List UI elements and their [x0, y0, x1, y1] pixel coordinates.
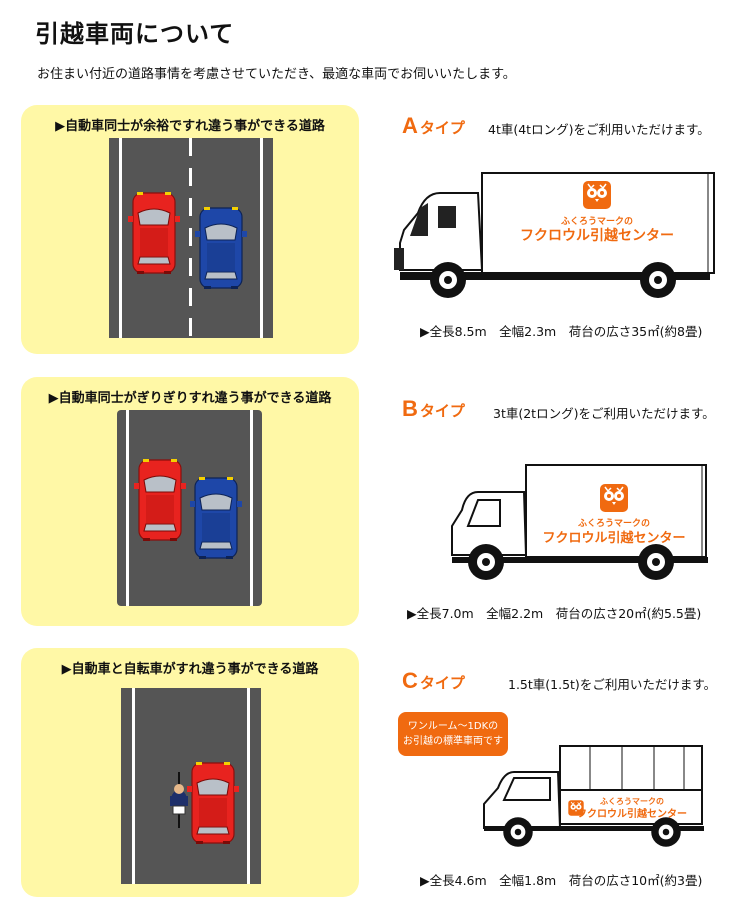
type-a-spec: ▶全長8.5m 全幅2.3m 荷台の広さ35㎡(約8畳): [420, 324, 703, 339]
type-b-word: タイプ: [419, 402, 465, 420]
truck-a-logo-sub: ふくろうマークの: [561, 216, 633, 227]
type-c-spec: ▶全長4.6m 全幅1.8m 荷台の広さ10㎡(約3畳): [420, 873, 703, 888]
truck-a-logo-main: フクロウル引越センター: [520, 227, 674, 244]
truck-b-logo-main: フクロウル引越センター: [542, 530, 685, 546]
cyclist-icon: [170, 772, 188, 828]
road-illustration-tight: [117, 410, 262, 606]
road-label-wide: ▶自動車同士が余裕ですれ違う事ができる道路: [55, 119, 325, 134]
type-a-letter: A: [402, 113, 418, 138]
type-b-letter: B: [402, 396, 418, 421]
road-panel-wide: ▶自動車同士が余裕ですれ違う事ができる道路: [21, 105, 359, 354]
truck-a-illustration: ふくろうマークの フクロウル引越センター: [394, 172, 715, 298]
road-illustration-bicycle: [121, 688, 261, 884]
page-title: 引越車両について: [35, 20, 235, 48]
type-c-word: タイプ: [419, 674, 465, 692]
road-label-bicycle: ▶自動車と自転車がすれ違う事ができる道路: [61, 662, 319, 677]
badge-line-2: お引越の標準車両です: [403, 736, 503, 747]
road-panel-tight: ▶自動車同士がぎりぎりすれ違う事ができる道路: [21, 377, 359, 626]
page-subtitle: お住まい付近の道路事情を考慮させていただき、最適な車両でお伺いいたします。: [37, 67, 516, 82]
type-a-description: 4t車(4tロング)をご利用いただけます。: [488, 122, 710, 137]
road-label-tight: ▶自動車同士がぎりぎりすれ違う事ができる道路: [48, 391, 332, 406]
road-illustration-wide: [109, 138, 273, 338]
truck-c-illustration: ふくろうマークの フクロウル引越センター: [483, 745, 704, 847]
type-c-description: 1.5t車(1.5t)をご利用いただけます。: [508, 677, 717, 692]
type-b-spec: ▶全長7.0m 全幅2.2m 荷台の広さ20㎡(約5.5畳): [407, 606, 702, 621]
type-c-letter: C: [402, 668, 418, 693]
truck-c-logo-main: フクロウル引越センター: [577, 807, 687, 820]
type-a-word: タイプ: [419, 119, 465, 137]
standard-vehicle-badge: ワンルーム〜1DKの お引越の標準車両です: [398, 712, 508, 756]
truck-b-illustration: ふくろうマークの フクロウル引越センター: [451, 464, 708, 580]
road-panel-bicycle: ▶自動車と自転車がすれ違う事ができる道路: [21, 648, 359, 897]
badge-line-1: ワンルーム〜1DKの: [407, 721, 499, 732]
truck-c-logo-sub: ふくろうマークの: [600, 796, 664, 806]
truck-b-logo-sub: ふくろうマークの: [578, 518, 650, 529]
type-b-description: 3t車(2tロング)をご利用いただけます。: [493, 406, 715, 421]
